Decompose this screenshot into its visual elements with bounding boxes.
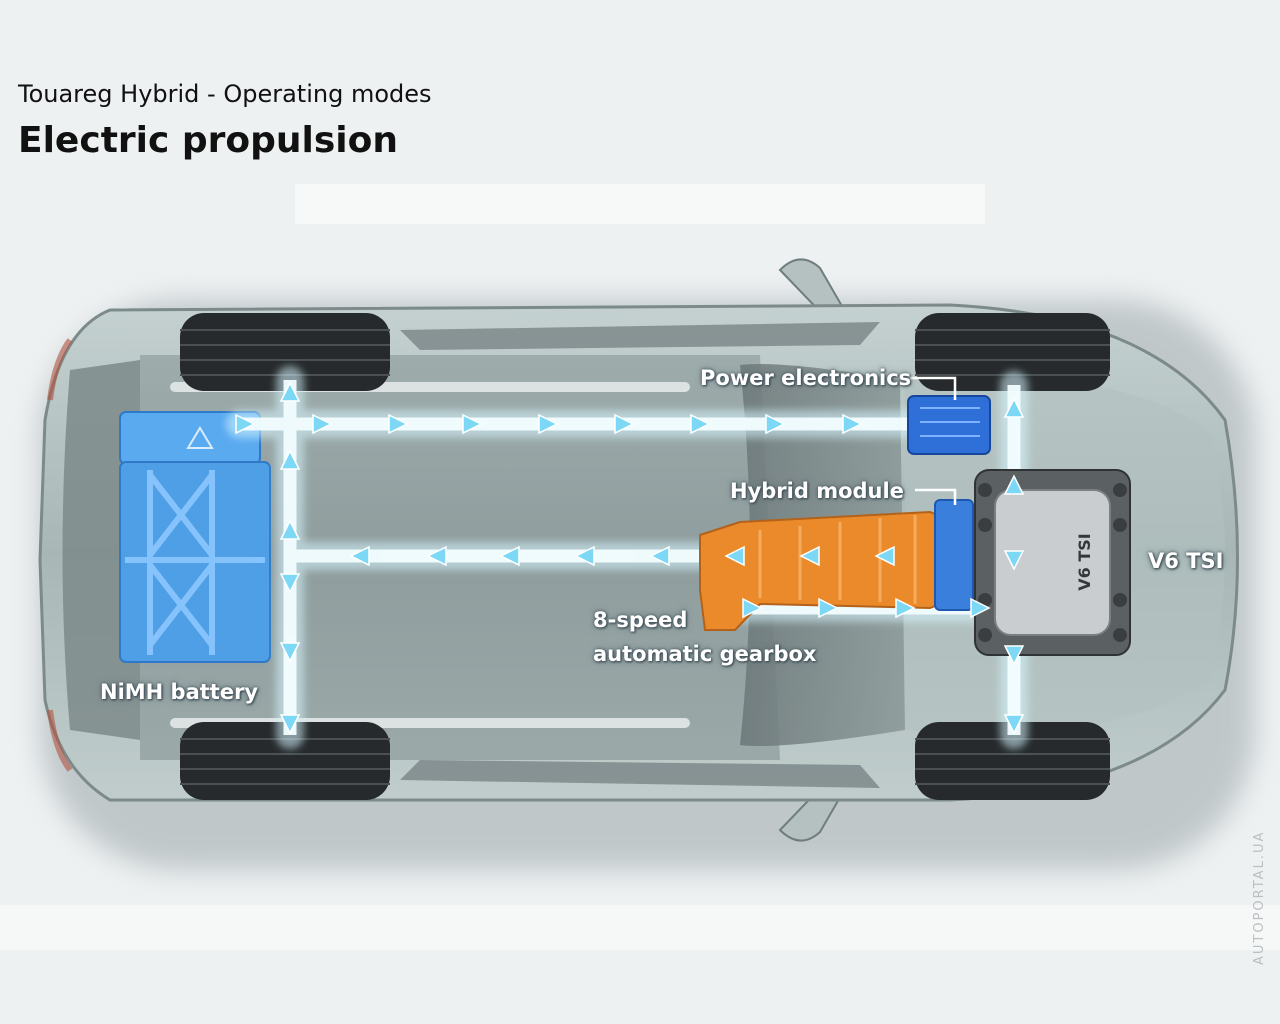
flow-arrow: [574, 545, 595, 567]
flow-arrow: [279, 381, 301, 402]
flow-arrow: [799, 545, 820, 567]
flow-arrow: [614, 413, 635, 435]
watermark: AUTOPORTAL.UA: [1252, 830, 1267, 965]
engine-cover-text: V6 TSI: [1075, 533, 1094, 590]
v6-tsi-engine: V6 TSI: [974, 469, 1131, 656]
automatic-gearbox: [699, 510, 951, 631]
flow-arrow: [1003, 550, 1025, 571]
flow-arrow: [279, 449, 301, 470]
flow-arrow: [765, 413, 786, 435]
label-gearbox-line1: 8-speed: [593, 608, 688, 632]
flow-arrow: [538, 413, 559, 435]
flow-arrow: [388, 413, 409, 435]
flow-arrow: [724, 545, 745, 567]
side-window-bottom: [400, 760, 880, 788]
battery-warning-icon: [186, 426, 214, 449]
tire-front-bottom: [915, 722, 1110, 800]
leader-power-electronics: [910, 376, 957, 400]
flow-arrow: [279, 519, 301, 540]
tire-front-top: [915, 313, 1110, 391]
label-hybrid-module: Hybrid module: [730, 479, 904, 503]
label-v6-tsi: V6 TSI: [1148, 549, 1224, 573]
leader-lines: [910, 376, 957, 505]
power-electronics-unit: [907, 395, 991, 455]
floor-band: [0, 905, 1280, 950]
flow-arrow: [1003, 397, 1025, 418]
label-gearbox-line2: automatic gearbox: [593, 642, 817, 666]
flow-arrow: [499, 545, 520, 567]
nimh-battery: [119, 411, 271, 663]
tail-light: [47, 338, 73, 401]
page-title: Electric propulsion: [18, 120, 398, 161]
tail-light-bottom: [47, 709, 73, 772]
flow-arrow: [818, 597, 839, 619]
label-nimh-battery: NiMH battery: [100, 680, 259, 704]
page-subtitle: Touareg Hybrid - Operating modes: [18, 80, 432, 108]
flow-arrow: [426, 545, 447, 567]
flow-arrow: [874, 545, 895, 567]
flow-arrow: [1003, 714, 1025, 735]
flow-arrow: [690, 413, 711, 435]
flow-arrow: [895, 597, 916, 619]
tire-rear-bottom: [180, 722, 390, 800]
flow-arrow: [742, 597, 763, 619]
hybrid-module: [934, 499, 974, 611]
flow-arrow: [1003, 474, 1025, 495]
flow-arrow: [842, 413, 863, 435]
flow-arrow: [1003, 645, 1025, 666]
flow-arrow: [312, 413, 333, 435]
flow-arrow: [349, 545, 370, 567]
side-window-top: [400, 322, 880, 350]
flow-arrow: [279, 714, 301, 735]
flow-arrow: [462, 413, 483, 435]
flow-arrow: [279, 642, 301, 663]
flow-arrow: [649, 545, 670, 567]
leader-hybrid-module: [915, 488, 957, 505]
flow-arrow: [970, 597, 991, 619]
flow-arrow: [235, 413, 256, 435]
flow-arrow: [279, 573, 301, 594]
flow-arrows: [235, 381, 1025, 735]
label-power-electronics: Power electronics: [700, 366, 912, 390]
header-band: [295, 184, 985, 224]
